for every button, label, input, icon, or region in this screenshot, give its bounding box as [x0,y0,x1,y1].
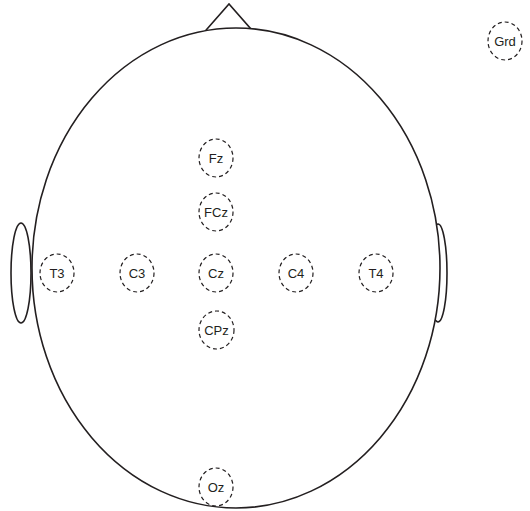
dashed-outline [40,254,74,292]
electrode-label: CPz [204,324,229,337]
left-ear [11,223,31,323]
electrode-label: T4 [368,267,383,280]
electrode-site: Fz [198,138,234,178]
electrode-site: CPz [198,310,235,350]
electrode-site: C3 [119,253,155,293]
dashed-outline [488,22,522,60]
dashed-outline [199,468,233,506]
electrode-label: T3 [49,267,64,280]
electrode-site: T3 [39,253,75,293]
electrode-site: FCz [198,192,234,232]
electrode-site: Grd [487,21,523,61]
electrode-site: C4 [278,253,314,293]
dashed-outline [199,311,234,349]
dashed-outline [279,254,313,292]
electrode-site: Cz [198,253,234,293]
electrode-label: Cz [208,267,224,280]
scalp [32,28,440,508]
electrode-label: C3 [129,267,146,280]
electrode-label: Grd [494,35,516,48]
electrode-site: Oz [198,467,234,507]
electrode-label: Oz [208,481,225,494]
dashed-outline [199,139,233,177]
electrode-label: FCz [204,206,228,219]
electrode-site: T4 [358,253,394,293]
dashed-outline [199,193,233,231]
dashed-outline [359,254,393,292]
electrode-label: C4 [288,267,305,280]
electrode-label: Fz [209,152,223,165]
dashed-outline [120,254,154,292]
dashed-outline [199,254,233,292]
